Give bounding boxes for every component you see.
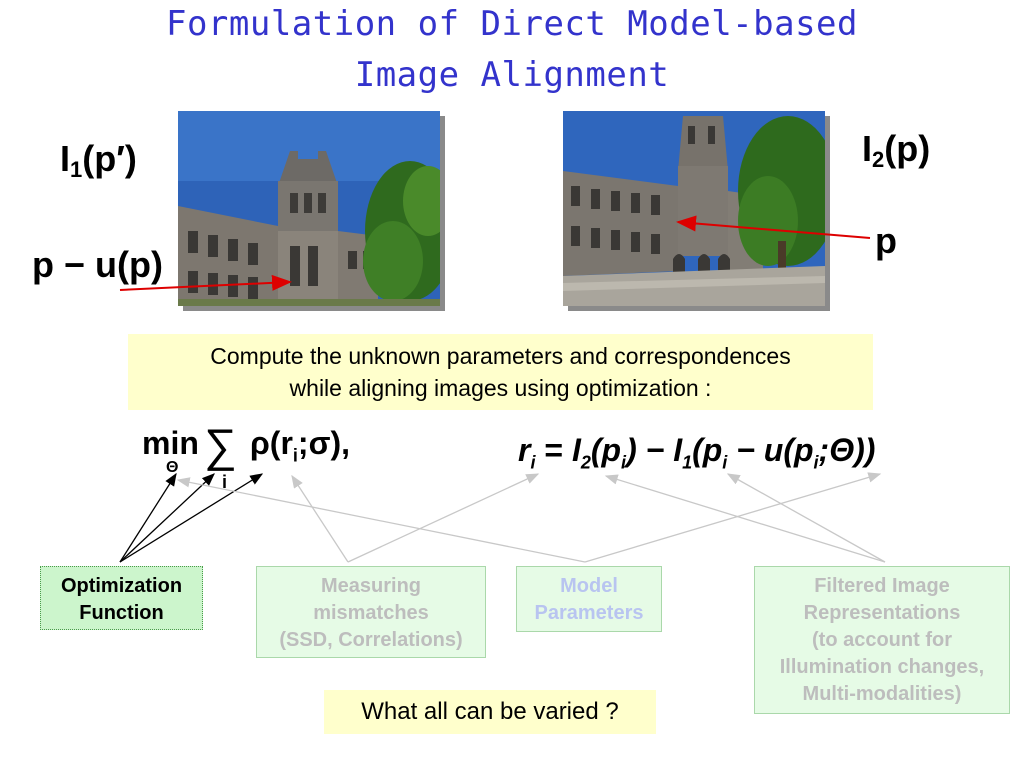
label-i1: I1(p′) — [60, 138, 137, 182]
box-measuring-line-3: (SSD, Correlations) — [279, 629, 463, 651]
arrow-filtered-i2 — [604, 474, 886, 563]
arrow-model-theta-right — [584, 472, 882, 563]
formula-theta: Θ — [166, 459, 179, 476]
formula-min: min — [142, 425, 199, 461]
formula-rho: ρ(ri;σ), — [250, 425, 351, 466]
box-model-line-1: Model — [560, 575, 618, 597]
left-building-photo — [178, 111, 440, 306]
box-model-line-2: Parameters — [534, 602, 644, 624]
formula-sum: ∑ — [204, 419, 237, 471]
box-optimization-function: Optimization Function — [40, 566, 203, 630]
arrow-opt-sum — [119, 473, 215, 563]
red-arrow-right — [676, 215, 871, 239]
arrow-model-theta — [176, 477, 586, 563]
right-building-photo — [563, 111, 825, 306]
arrow-filtered-i1 — [726, 473, 886, 563]
box-filtered-line-3: (to account for — [812, 629, 952, 651]
box-measuring-line-1: Measuring — [320, 575, 422, 597]
label-p-minus-u: p − u(p) — [32, 244, 163, 285]
arrow-measuring-r — [347, 473, 540, 563]
arrow-opt-rho — [119, 473, 264, 563]
label-i2: I2(p) — [862, 128, 931, 172]
box-filtered-line-2: Representations — [803, 602, 961, 624]
box-optimization-line-2: Function — [79, 602, 164, 624]
red-arrow-left — [119, 274, 292, 291]
box-measuring-line-2: mismatches — [313, 602, 429, 624]
box-filtered-line-1: Filtered Image — [814, 575, 950, 597]
box-measuring-mismatches: Measuring mismatches (SSD, Correlations) — [256, 566, 486, 658]
box-optimization-line-1: Optimization — [60, 575, 183, 597]
box-filtered-image-representations: Filtered Image Representations (to accou… — [754, 566, 1010, 714]
slide-title-line-1: Formulation of Direct Model-based — [165, 4, 858, 44]
note-line-2: while aligning images using optimization… — [289, 375, 712, 401]
label-p: p — [875, 220, 897, 261]
box-model-parameters: Model Parameters — [516, 566, 662, 632]
question-box: What all can be varied ? — [324, 690, 656, 734]
box-filtered-line-4: Illumination changes, — [779, 656, 985, 678]
formula-residual: ri = I2(pi) − I1(pi − u(pi;Θ)) — [518, 432, 876, 473]
formula-sum-index: i — [222, 472, 228, 492]
box-filtered-line-5: Multi-modalities) — [802, 683, 962, 705]
note-box: Compute the unknown parameters and corre… — [128, 334, 873, 410]
arrow-measuring-rho — [291, 474, 349, 563]
arrow-opt-theta — [119, 472, 177, 563]
slide-title-line-2: Image Alignment — [354, 55, 670, 95]
note-line-1: Compute the unknown parameters and corre… — [210, 343, 791, 369]
